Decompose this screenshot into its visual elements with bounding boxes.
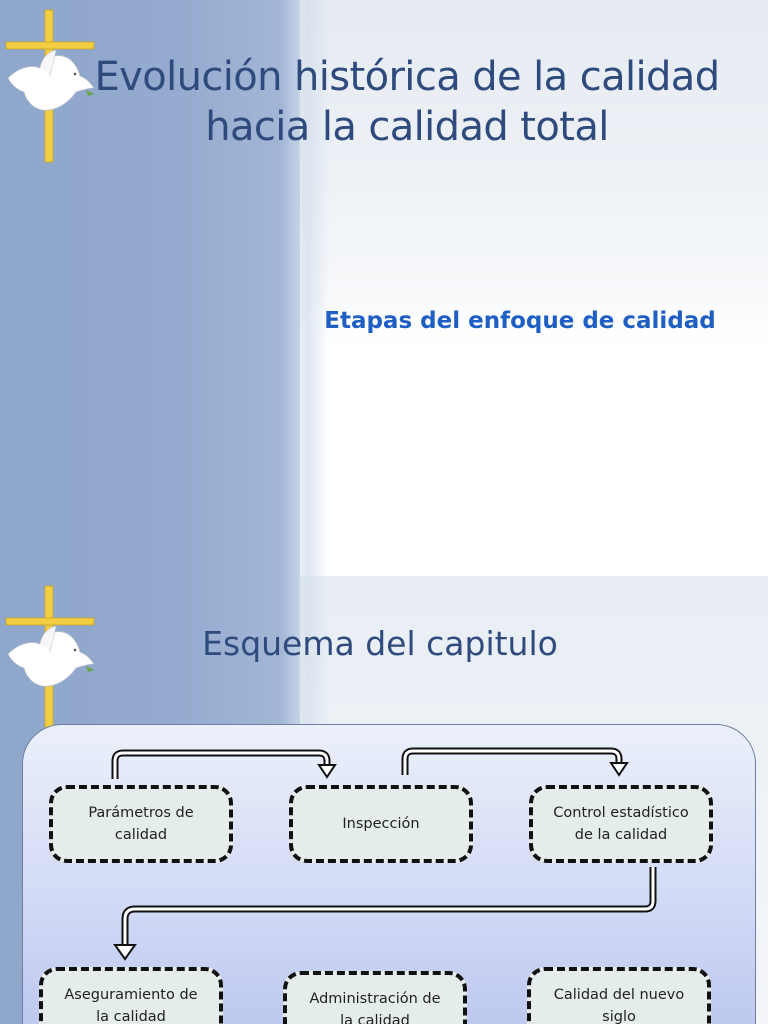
arrow-1-to-2 xyxy=(111,749,331,779)
stage-box-control-estadistico: Control estadístico de la calidad xyxy=(529,785,713,863)
cross-dove-emblem xyxy=(5,585,95,744)
stage-box-nuevo-siglo: Calidad del nuevo siglo xyxy=(527,967,711,1024)
arrow-2-to-3 xyxy=(401,747,623,775)
flow-arrows xyxy=(111,747,657,961)
title-slide: Evolución histórica de la calidad hacia … xyxy=(0,0,768,576)
slide-title: Evolución histórica de la calidad hacia … xyxy=(94,54,720,150)
slide-subtitle: Etapas del enfoque de calidad xyxy=(324,308,716,334)
slide-title: Esquema del capitulo xyxy=(202,624,558,663)
stage-box-parametros: Parámetros de calidad xyxy=(49,785,233,863)
cross-dove-emblem xyxy=(5,9,95,163)
flow-diagram-panel: Parámetros de calidad Inspección Control… xyxy=(22,724,756,1024)
stage-box-inspeccion: Inspección xyxy=(289,785,473,863)
dove-icon xyxy=(7,49,95,111)
arrowhead xyxy=(113,944,137,961)
arrow-3-to-4 xyxy=(121,867,657,945)
band-fade xyxy=(280,0,330,576)
stage-box-administracion: Administración de la calidad xyxy=(283,971,467,1024)
arrowhead xyxy=(609,762,629,777)
dove-icon xyxy=(7,625,95,687)
arrowhead xyxy=(317,764,337,779)
right-background xyxy=(300,0,768,576)
outline-slide: Esquema del capitulo Parámetros de xyxy=(0,576,768,1024)
stage-box-aseguramiento: Aseguramiento de la calidad xyxy=(39,967,223,1024)
